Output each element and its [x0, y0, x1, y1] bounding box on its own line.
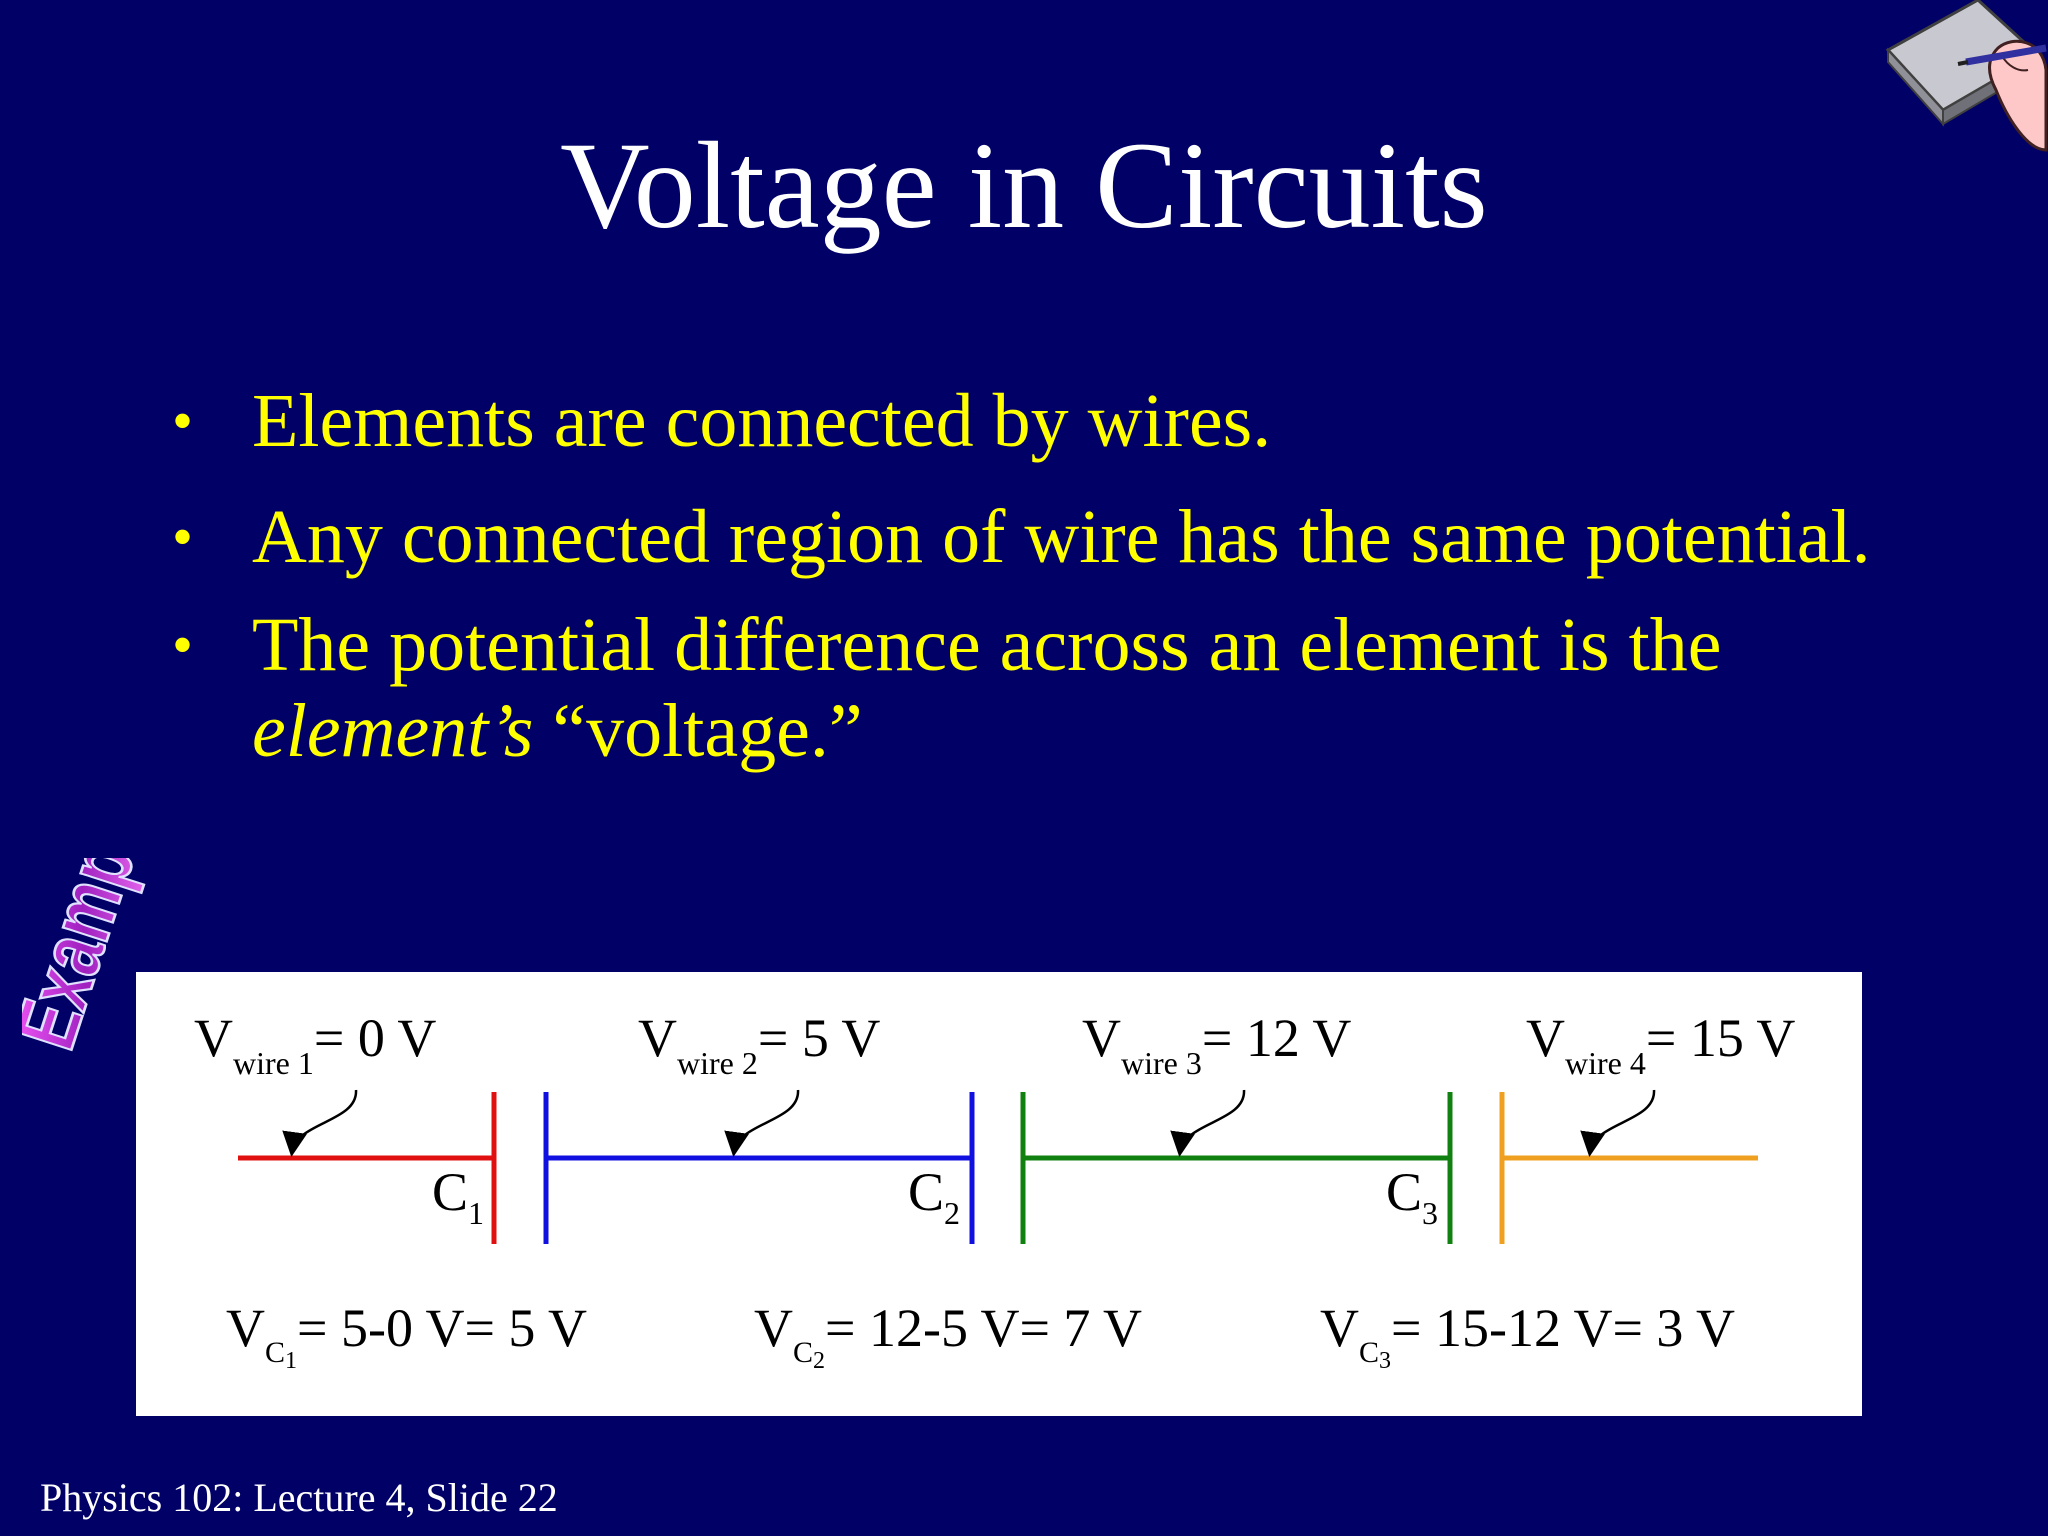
capacitor-3-equation: VC3= 15-12 V= 3 V — [1320, 1298, 1735, 1374]
bullet-text: Any connected region of wire has the sam… — [252, 495, 1871, 579]
bullet-text: The potential difference across an eleme… — [252, 603, 1722, 687]
wire-1-voltage-label: Vwire 1= 0 V — [194, 1008, 436, 1081]
wire-2-voltage-label: Vwire 2= 5 V — [638, 1008, 880, 1081]
bullet-text: Elements are connected by wires. — [252, 379, 1272, 463]
capacitor-1-equation: VC1= 5-0 V= 5 V — [226, 1298, 587, 1374]
slide-title: Voltage in Circuits — [560, 117, 1488, 254]
bullet-glyph: • — [172, 504, 194, 570]
capacitor-1-label: C1 — [432, 1162, 484, 1231]
capacitor-2-label: C2 — [908, 1162, 960, 1231]
wire-4-voltage-label: Vwire 4= 15 V — [1526, 1008, 1795, 1081]
wire-3-voltage-label: Vwire 3= 12 V — [1082, 1008, 1351, 1081]
bullet-glyph: • — [172, 388, 194, 454]
slide-footer: Physics 102: Lecture 4, Slide 22 — [40, 1475, 558, 1520]
circuit-diagram-panel: Vwire 1= 0 V Vwire 2= 5 V Vwire 3= 12 V … — [136, 972, 1862, 1416]
bullet-item: • Elements are connected by wires. — [172, 378, 1872, 464]
capacitor-3-label: C3 — [1386, 1162, 1438, 1231]
bullet-item: • The potential difference across an ele… — [172, 602, 1872, 774]
wire-4-pointer-arrow — [1580, 1089, 1656, 1157]
capacitor-2-equation: VC2= 12-5 V= 7 V — [754, 1298, 1142, 1374]
bullet-text: “voltage.” — [552, 689, 863, 773]
wire-2-pointer-arrow — [724, 1089, 800, 1157]
bullet-italic-text: element’s — [252, 689, 534, 773]
pen-and-tablet-icon — [1885, 0, 2048, 152]
bullet-glyph: • — [172, 612, 194, 678]
bullet-list: • Elements are connected by wires. • Any… — [172, 378, 1872, 804]
wire-1-pointer-arrow — [282, 1089, 358, 1157]
circuit-diagram: Vwire 1= 0 V Vwire 2= 5 V Vwire 3= 12 V … — [194, 1008, 1795, 1374]
wire-3-pointer-arrow — [1170, 1089, 1246, 1157]
bullet-item: • Any connected region of wire has the s… — [172, 494, 1872, 580]
example-stamp-icon: Example — [22, 858, 171, 1058]
